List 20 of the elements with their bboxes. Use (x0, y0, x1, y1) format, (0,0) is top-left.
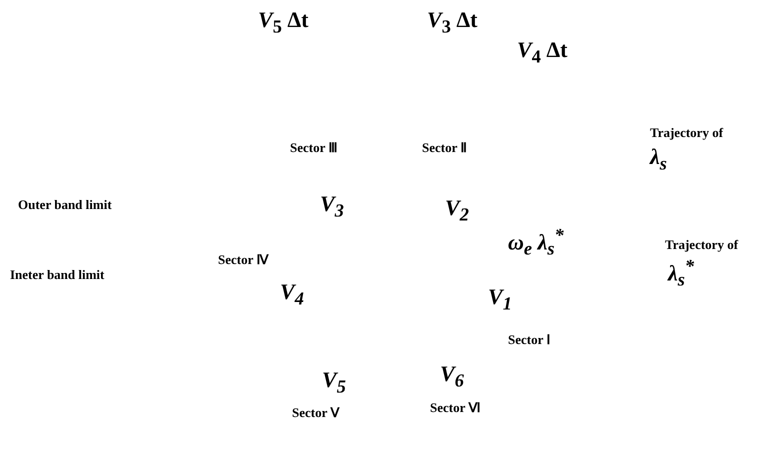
sector-label: Sector Ⅵ (430, 401, 480, 416)
sector-label: Sector Ⅰ (508, 333, 550, 348)
vector-label: V$_{2}$ (445, 196, 469, 225)
vector-label: V$_{3}$ (320, 192, 344, 221)
sector-label: Sector Ⅲ (290, 141, 338, 156)
vector-label: V$_{4}$ (280, 280, 304, 309)
band-limit-label: Outer band limit (18, 198, 112, 212)
vector-label: V$_{5}$ (322, 368, 346, 397)
vector-label: V$_{4}$ Δt (517, 38, 568, 67)
sector-label: Sector Ⅱ (422, 141, 466, 156)
trajectory-label: Trajectory of (650, 126, 724, 140)
trajectory-label: Trajectory of (665, 238, 738, 252)
vector-label: V$_{6}$ (440, 362, 464, 391)
sector-label: Sector Ⅴ (292, 406, 340, 420)
vector-label: V$_{5}$ Δt (258, 8, 308, 37)
vector-label: V$_{1}$ (488, 285, 512, 314)
band-limit-label: Ineter band limit (10, 268, 104, 282)
flux-symbol: λ$_{s}$ (650, 145, 667, 174)
vector-label: V$_{3}$ Δt (427, 8, 478, 37)
sector-label: Sector Ⅳ (218, 253, 268, 268)
